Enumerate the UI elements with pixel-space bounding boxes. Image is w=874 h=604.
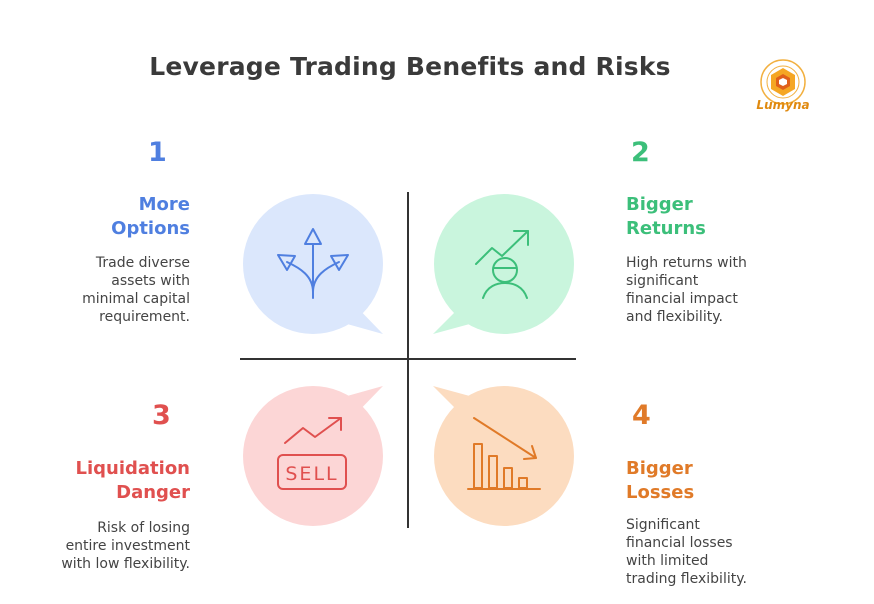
- person-growth-icon: [475, 230, 529, 299]
- logo-icon: [760, 59, 806, 105]
- logo-text: Lumyna: [756, 98, 810, 112]
- quadrant-4-title-line2: Losses: [626, 482, 695, 503]
- quadrant-1-title-line2: Options: [111, 218, 190, 239]
- desc-line: entire investment: [65, 538, 190, 554]
- desc-line: trading flexibility.: [626, 571, 747, 587]
- quadrant-1-title-line1: More: [138, 194, 190, 215]
- quadrant-3-title-line2: Danger: [116, 482, 190, 503]
- desc-line: and flexibility.: [626, 309, 723, 325]
- desc-line: significant: [626, 273, 699, 289]
- brand-logo: Lumyna: [750, 58, 816, 118]
- quadrant-4-number: 4: [632, 400, 651, 431]
- quadrant-2-number: 2: [631, 137, 650, 168]
- desc-line: assets with: [111, 273, 190, 289]
- desc-line: requirement.: [99, 309, 190, 325]
- desc-line: financial impact: [626, 291, 738, 307]
- quadrant-3-title-line1: Liquidation: [75, 458, 191, 479]
- desc-line: minimal capital: [82, 291, 190, 307]
- desc-line: Trade diverse: [95, 255, 190, 271]
- desc-line: Significant: [626, 517, 700, 533]
- desc-line: Risk of losing: [97, 520, 190, 536]
- desc-line: with low flexibility.: [61, 556, 190, 572]
- quadrant-3-number: 3: [152, 400, 171, 431]
- quadrant-1-title: More Options: [30, 193, 190, 241]
- quadrant-2-description: High returns with significant financial …: [626, 254, 786, 326]
- bubble-2: [433, 194, 574, 334]
- declining-bars-icon: [467, 417, 541, 490]
- quadrant-3-title: Liquidation Danger: [30, 457, 191, 505]
- quadrant-2-title-line1: Bigger: [626, 194, 693, 215]
- quadrant-2-title-line2: Returns: [626, 218, 706, 239]
- quadrant-1-description: Trade diverse assets with minimal capita…: [40, 254, 190, 326]
- bubble-4: [433, 386, 574, 526]
- quadrant-2-title: Bigger Returns: [626, 193, 786, 241]
- quadrant-4-description: Significant financial losses with limite…: [626, 516, 796, 588]
- sell-sign-icon: SELL: [277, 417, 347, 490]
- desc-line: financial losses: [626, 535, 733, 551]
- desc-line: High returns with: [626, 255, 747, 271]
- svg-text:SELL: SELL: [285, 463, 338, 485]
- quadrant-4-title: Bigger Losses: [626, 457, 786, 505]
- page-title: Leverage Trading Benefits and Risks: [149, 52, 671, 81]
- branching-arrows-icon: [277, 228, 349, 299]
- quadrant-1-number: 1: [148, 137, 167, 168]
- quadrant-4-title-line1: Bigger: [626, 458, 693, 479]
- quadrant-3-description: Risk of losing entire investment with lo…: [20, 519, 190, 573]
- desc-line: with limited: [626, 553, 709, 569]
